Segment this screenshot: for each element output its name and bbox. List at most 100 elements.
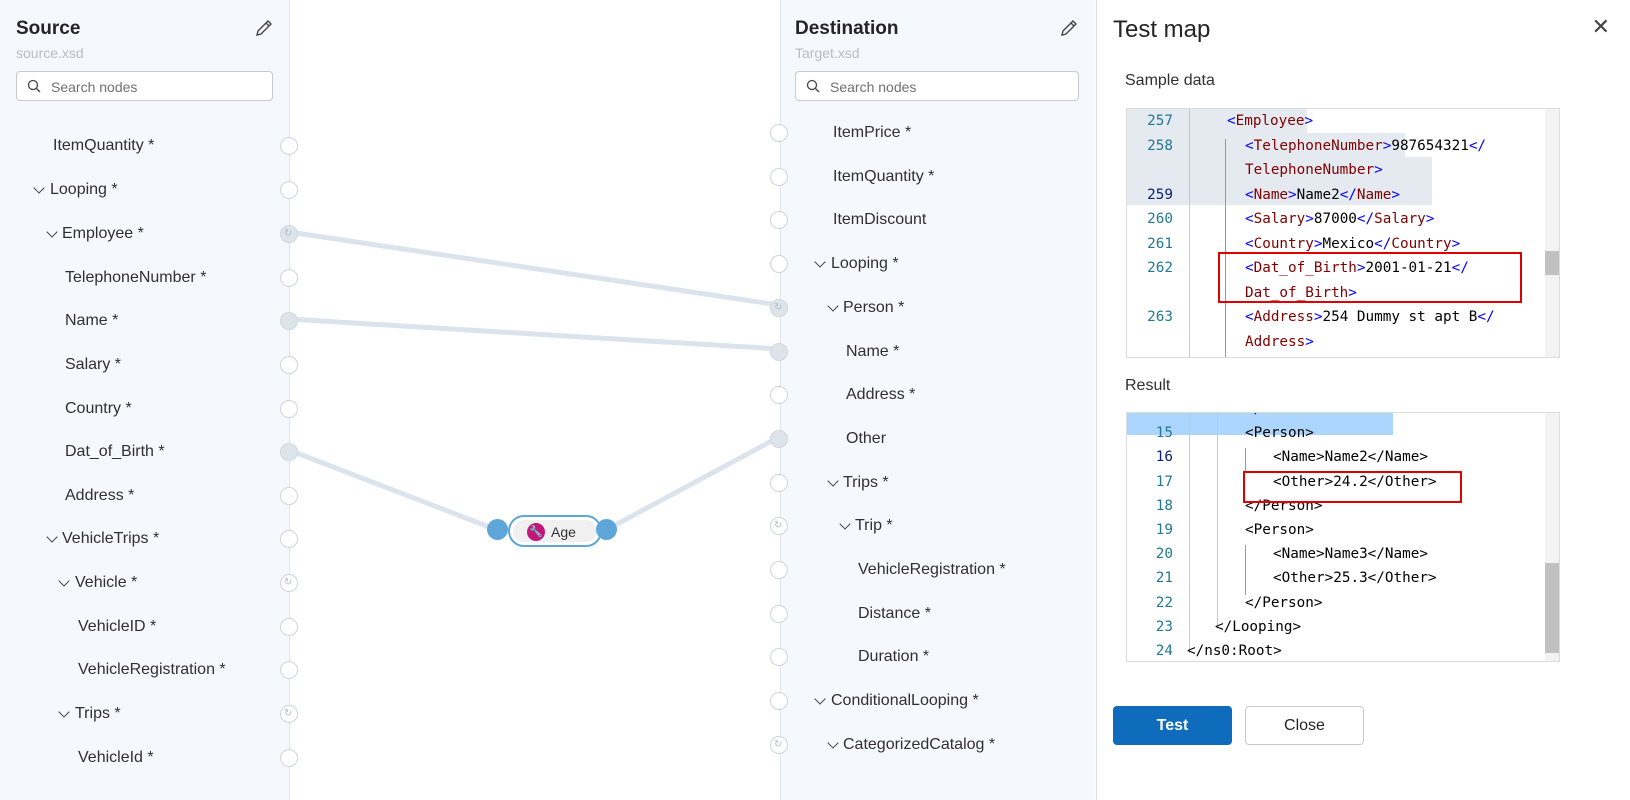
code-token: > xyxy=(1382,137,1392,154)
source-node[interactable]: Trips * xyxy=(75,705,121,722)
test-map-title: Test map xyxy=(1113,16,1211,43)
source-node-handle[interactable] xyxy=(280,487,298,505)
source-node-handle[interactable] xyxy=(280,137,298,155)
destination-node-handle[interactable] xyxy=(770,474,788,492)
destination-node-handle[interactable]: ↻ xyxy=(770,517,788,535)
destination-node[interactable]: ConditionalLooping * xyxy=(831,692,979,709)
source-node[interactable]: Salary * xyxy=(65,356,122,373)
source-node[interactable]: Employee * xyxy=(62,225,144,242)
destination-node-handle[interactable] xyxy=(770,561,788,579)
destination-node[interactable]: Looping * xyxy=(831,255,899,272)
code-token: > xyxy=(1356,260,1366,276)
chevron-down-icon[interactable] xyxy=(46,531,58,543)
source-node-handle[interactable] xyxy=(280,661,298,679)
chevron-down-icon[interactable] xyxy=(33,182,45,194)
destination-node-handle[interactable] xyxy=(770,255,788,273)
source-node-handle[interactable] xyxy=(280,443,298,461)
function-node-age[interactable]: 🔧 Age xyxy=(508,515,602,547)
source-node[interactable]: TelephoneNumber * xyxy=(65,269,207,286)
code-token: Dat_of_Birth xyxy=(1245,284,1349,301)
source-node[interactable]: Country * xyxy=(65,400,132,417)
close-icon[interactable]: ✕ xyxy=(1591,14,1610,39)
code-line: <Name>Name3</Name> xyxy=(1273,546,1428,563)
chevron-down-icon[interactable] xyxy=(839,518,851,530)
source-node-handle[interactable] xyxy=(280,312,298,330)
source-panel: Source source.xsd Search nodes ItemQuant… xyxy=(0,0,290,800)
function-output-handle[interactable] xyxy=(596,519,617,540)
chevron-down-icon[interactable] xyxy=(814,693,826,705)
destination-node[interactable]: Name * xyxy=(846,343,900,360)
scrollbar-thumb[interactable] xyxy=(1545,563,1559,653)
destination-node[interactable]: ItemQuantity * xyxy=(833,168,935,185)
destination-node-handle[interactable] xyxy=(770,124,788,142)
result-editor[interactable]: 14</Person>15<Person>16<Name>Name2</Name… xyxy=(1126,412,1560,662)
source-node-handle[interactable]: ↻ xyxy=(280,705,298,723)
code-line: <Person> xyxy=(1245,425,1314,442)
code-token: > xyxy=(1288,186,1297,203)
chevron-down-icon[interactable] xyxy=(814,256,826,268)
destination-node-handle[interactable]: ↻ xyxy=(770,299,788,317)
source-node[interactable]: VehicleID * xyxy=(78,618,157,635)
destination-node[interactable]: VehicleRegistration * xyxy=(858,561,1006,578)
scrollbar[interactable] xyxy=(1545,109,1559,357)
source-node[interactable]: Looping * xyxy=(50,181,118,198)
destination-node-handle[interactable] xyxy=(770,211,788,229)
chevron-down-icon[interactable] xyxy=(58,706,70,718)
source-node-handle[interactable] xyxy=(280,530,298,548)
close-button[interactable]: Close xyxy=(1245,706,1364,745)
edit-pencil-icon[interactable] xyxy=(1059,18,1079,38)
destination-node-handle[interactable] xyxy=(770,692,788,710)
source-node-handle[interactable] xyxy=(280,749,298,767)
result-label: Result xyxy=(1125,377,1171,394)
source-node-handle[interactable]: ↻ xyxy=(280,574,298,592)
destination-node-handle[interactable] xyxy=(770,386,788,404)
destination-node[interactable]: CategorizedCatalog * xyxy=(843,736,996,753)
destination-node-handle[interactable] xyxy=(770,430,788,448)
source-node-handle[interactable] xyxy=(280,356,298,374)
destination-node[interactable]: Other xyxy=(846,430,887,447)
source-search-input[interactable]: Search nodes xyxy=(16,71,273,101)
chevron-down-icon[interactable] xyxy=(827,737,839,749)
destination-node[interactable]: Trips * xyxy=(843,474,889,491)
source-node-handle[interactable] xyxy=(280,400,298,418)
destination-node[interactable]: Address * xyxy=(846,386,916,403)
source-node-handle[interactable] xyxy=(280,269,298,287)
source-node-handle[interactable]: ↻ xyxy=(280,225,298,243)
source-node[interactable]: Name * xyxy=(65,312,119,329)
scrollbar-thumb[interactable] xyxy=(1545,251,1559,275)
sample-data-editor[interactable]: 257<Employee>258<TelephoneNumber>9876543… xyxy=(1126,108,1560,358)
source-node[interactable]: VehicleTrips * xyxy=(62,530,160,547)
destination-node[interactable]: Trip * xyxy=(855,517,893,534)
destination-node-handle[interactable] xyxy=(770,343,788,361)
destination-node-handle[interactable] xyxy=(770,648,788,666)
line-number: 21 xyxy=(1155,570,1173,587)
selection-highlight xyxy=(1127,181,1432,205)
source-node[interactable]: ItemQuantity * xyxy=(53,137,155,154)
function-input-handle[interactable] xyxy=(487,519,508,540)
indent-guide xyxy=(1245,448,1246,473)
source-node[interactable]: Dat_of_Birth * xyxy=(65,443,165,460)
chevron-down-icon[interactable] xyxy=(46,226,58,238)
edit-pencil-icon[interactable] xyxy=(254,18,274,38)
source-node-handle[interactable] xyxy=(280,181,298,199)
destination-search-input[interactable]: Search nodes xyxy=(795,71,1079,101)
code-token: < xyxy=(1245,137,1254,154)
source-node[interactable]: Vehicle * xyxy=(75,574,138,591)
source-node-handle[interactable] xyxy=(280,618,298,636)
destination-node-handle[interactable] xyxy=(770,168,788,186)
destination-node-handle[interactable] xyxy=(770,605,788,623)
source-node[interactable]: Address * xyxy=(65,487,135,504)
destination-node[interactable]: Person * xyxy=(843,299,905,316)
source-node[interactable]: VehicleRegistration * xyxy=(78,661,226,678)
source-node[interactable]: VehicleId * xyxy=(78,749,154,766)
destination-node[interactable]: ItemPrice * xyxy=(833,124,912,141)
destination-node[interactable]: Duration * xyxy=(858,648,930,665)
destination-node[interactable]: ItemDiscount xyxy=(833,211,927,228)
chevron-down-icon[interactable] xyxy=(827,475,839,487)
destination-node-handle[interactable]: ↻ xyxy=(770,736,788,754)
chevron-down-icon[interactable] xyxy=(58,575,70,587)
destination-node[interactable]: Distance * xyxy=(858,605,931,622)
chevron-down-icon[interactable] xyxy=(827,300,839,312)
code-token: Address xyxy=(1245,333,1306,350)
test-button[interactable]: Test xyxy=(1113,706,1232,745)
